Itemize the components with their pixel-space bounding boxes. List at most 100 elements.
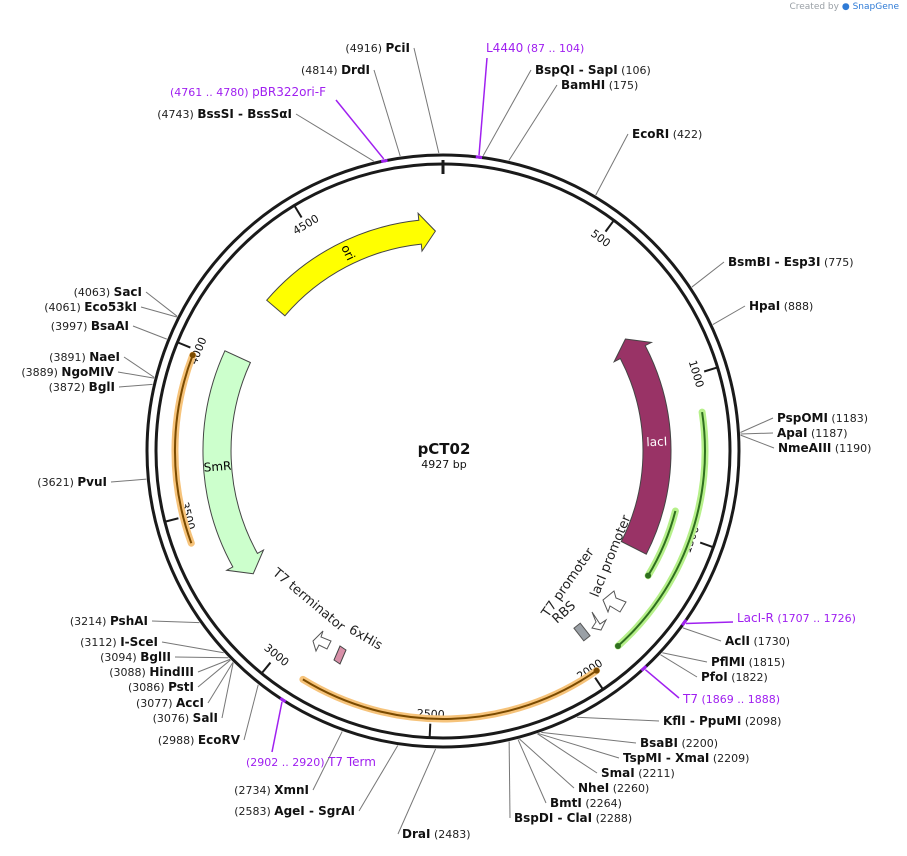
site-leader-line: [295, 113, 374, 162]
site-leader-line: [132, 325, 167, 340]
primer-range: (4761 .. 4780): [170, 86, 252, 99]
primer-binding-mark: [640, 665, 648, 672]
site-label: HpaI (888): [749, 299, 813, 313]
scale-tick: [594, 677, 604, 690]
site-position: (422): [669, 128, 702, 141]
scale-tick-label: 4500: [291, 212, 322, 238]
site-name: DrdI: [341, 63, 370, 77]
t7-terminator-arrow: [312, 630, 332, 653]
site-name: SmaI: [601, 766, 635, 780]
site-leader-line: [662, 652, 708, 663]
primer-range: (1869 .. 1888): [698, 693, 780, 706]
annotation-arc-line: [617, 411, 707, 647]
site-position: (1187): [807, 427, 847, 440]
site-label: PfoI (1822): [701, 670, 768, 684]
site-leader-line: [740, 417, 774, 433]
t7-terminator-label: T7 terminator: [269, 565, 348, 635]
site-label: SmaI (2211): [601, 766, 675, 780]
lacI-promoter-arrow: [602, 590, 627, 614]
site-leader-line: [519, 738, 575, 789]
primer-binding-mark: [279, 696, 287, 703]
site-leader-line: [312, 731, 343, 791]
site-name: ApaI: [777, 426, 807, 440]
feature-laci-label: lacI: [646, 434, 667, 449]
site-leader-line: [151, 620, 200, 624]
site-position: (4814): [301, 64, 341, 77]
6xhis-label: 6xHis: [346, 622, 385, 653]
rbs-marker: [573, 622, 591, 642]
site-leaders: [110, 47, 775, 835]
annotation-arc-line: [647, 510, 677, 577]
site-leader-line: [482, 69, 532, 156]
site-leader-line: [145, 291, 178, 317]
t7-promoter-arrow: [591, 611, 608, 631]
site-position: (2734): [234, 784, 274, 797]
site-position: (106): [618, 64, 651, 77]
site-label: (3076) SalI: [153, 711, 218, 725]
scale-tick: [293, 205, 303, 219]
scale-tick-label: 1000: [686, 359, 707, 390]
small-features: [312, 590, 627, 665]
site-leader-line: [712, 305, 746, 325]
site-name: BglII: [140, 650, 171, 664]
site-position: (2988): [158, 734, 198, 747]
site-label: (2583) AgeI - SgrAI: [234, 804, 355, 818]
site-name: EcoRI: [632, 127, 669, 141]
site-name: HindIII: [149, 665, 194, 679]
site-label: (2988) EcoRV: [158, 733, 241, 747]
primer-name: T7: [682, 692, 698, 706]
site-leader-line: [595, 133, 629, 196]
site-position: (3872): [49, 381, 89, 394]
site-name: BssSI - BssSαI: [197, 107, 292, 121]
site-position: (3889): [21, 366, 61, 379]
site-label: (3891) NaeI: [49, 350, 120, 364]
plasmid-length: 4927 bp: [421, 458, 466, 471]
site-leader-line: [413, 47, 440, 154]
primer-leader-line: [335, 99, 385, 160]
site-label: NheI (2260): [578, 781, 649, 795]
primer-annotations: L4440 (87 .. 104)(4761 .. 4780) pBR322or…: [170, 41, 856, 769]
site-leader-line: [197, 658, 231, 673]
site-name: XmnI: [274, 783, 309, 797]
site-label: TspMI - XmaI (2209): [623, 751, 749, 765]
site-name: PflMI: [711, 655, 745, 669]
site-leader-line: [537, 732, 620, 759]
site-name: PstI: [168, 680, 194, 694]
annotation-arc-head: [593, 667, 600, 674]
site-label: BsaBI (2200): [640, 736, 718, 750]
site-name: AclI: [725, 634, 750, 648]
primer-range: (87 .. 104): [523, 42, 584, 55]
site-name: SalI: [193, 711, 218, 725]
site-leader-line: [397, 748, 437, 835]
site-name: BspDI - ClaI: [514, 811, 592, 825]
site-leader-line: [508, 84, 558, 161]
primer-label: LacI-R (1707 .. 1726): [737, 611, 856, 625]
primer-name: LacI-R: [737, 611, 774, 625]
site-name: EcoRV: [198, 733, 241, 747]
site-name: BglI: [89, 380, 115, 394]
annotation-arc-line: [174, 354, 194, 544]
site-label: (3112) I-SceI: [80, 635, 158, 649]
backbone-outer-ring: [145, 153, 741, 749]
site-label: EcoRI (422): [632, 127, 702, 141]
primer-label: (2902 .. 2920) T7 Term: [246, 755, 376, 769]
site-name: SacI: [114, 285, 142, 299]
site-leader-line: [117, 371, 155, 379]
site-label: (4743) BssSI - BssSαI: [157, 107, 292, 121]
site-position: (3112): [80, 636, 120, 649]
site-position: (1730): [750, 635, 790, 648]
site-label: (3889) NgoMIV: [21, 365, 114, 379]
site-leader-line: [118, 383, 153, 388]
site-position: (775): [820, 256, 853, 269]
site-position: (1183): [828, 412, 868, 425]
scale-tick: [261, 661, 272, 674]
site-name: PfoI: [701, 670, 728, 684]
primer-name: pBR322ori-F: [252, 85, 326, 99]
site-name: AccI: [176, 696, 204, 710]
site-label: BspDI - ClaI (2288): [514, 811, 632, 825]
site-position: (2288): [592, 812, 632, 825]
site-name: PvuI: [77, 475, 107, 489]
site-leader-line: [537, 733, 598, 774]
site-name: BspQI - SapI: [535, 63, 618, 77]
